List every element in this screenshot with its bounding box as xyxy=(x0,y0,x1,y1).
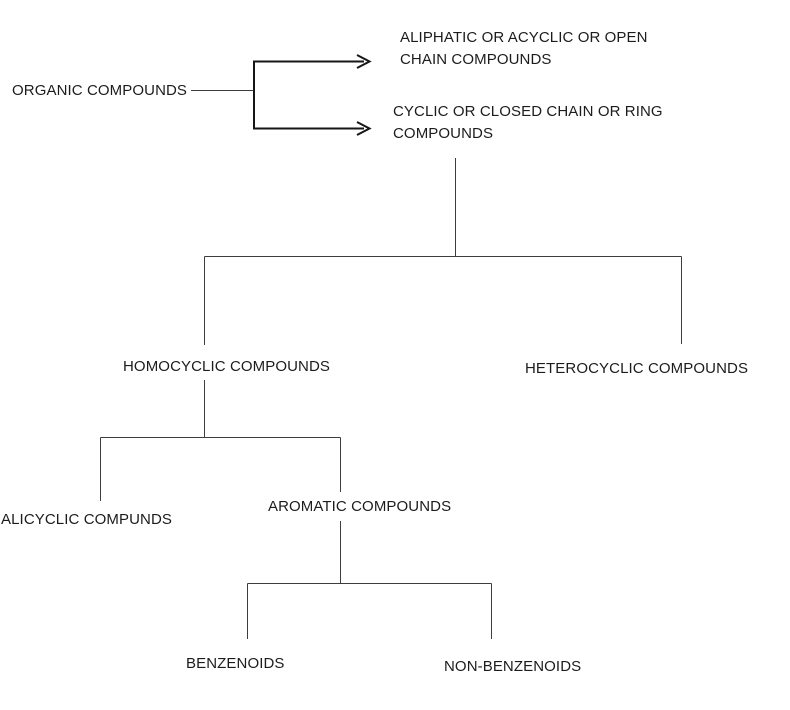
node-organic-compounds: ORGANIC COMPOUNDS xyxy=(12,82,188,99)
node-non-benzenoids: NON-BENZENOIDS xyxy=(444,658,582,675)
node-aromatic-compounds: AROMATIC COMPOUNDS xyxy=(264,492,456,521)
node-heterocyclic-compounds: HETEROCYCLIC COMPOUNDS xyxy=(525,360,749,377)
node-cyclic-line1: CYCLIC OR CLOSED CHAIN OR RING xyxy=(393,103,663,120)
arrow-bottom-head-icon xyxy=(356,121,372,136)
node-benzenoids: BENZENOIDS xyxy=(186,655,285,672)
node-aliphatic-compounds: ALIPHATIC OR ACYCLIC OR OPEN CHAIN COMPO… xyxy=(400,27,648,71)
node-alicyclic-compounds: ALICYCLIC COMPUNDS xyxy=(1,511,172,528)
arrow-top-head-icon xyxy=(356,54,372,69)
node-aliphatic-line1: ALIPHATIC OR ACYCLIC OR OPEN xyxy=(400,29,648,46)
node-cyclic-compounds: CYCLIC OR CLOSED CHAIN OR RING COMPOUNDS xyxy=(393,101,663,145)
node-homocyclic-compounds: HOMOCYCLIC COMPOUNDS xyxy=(123,358,331,375)
node-cyclic-line2: COMPOUNDS xyxy=(393,125,494,142)
node-aliphatic-line2: CHAIN COMPOUNDS xyxy=(400,51,552,68)
